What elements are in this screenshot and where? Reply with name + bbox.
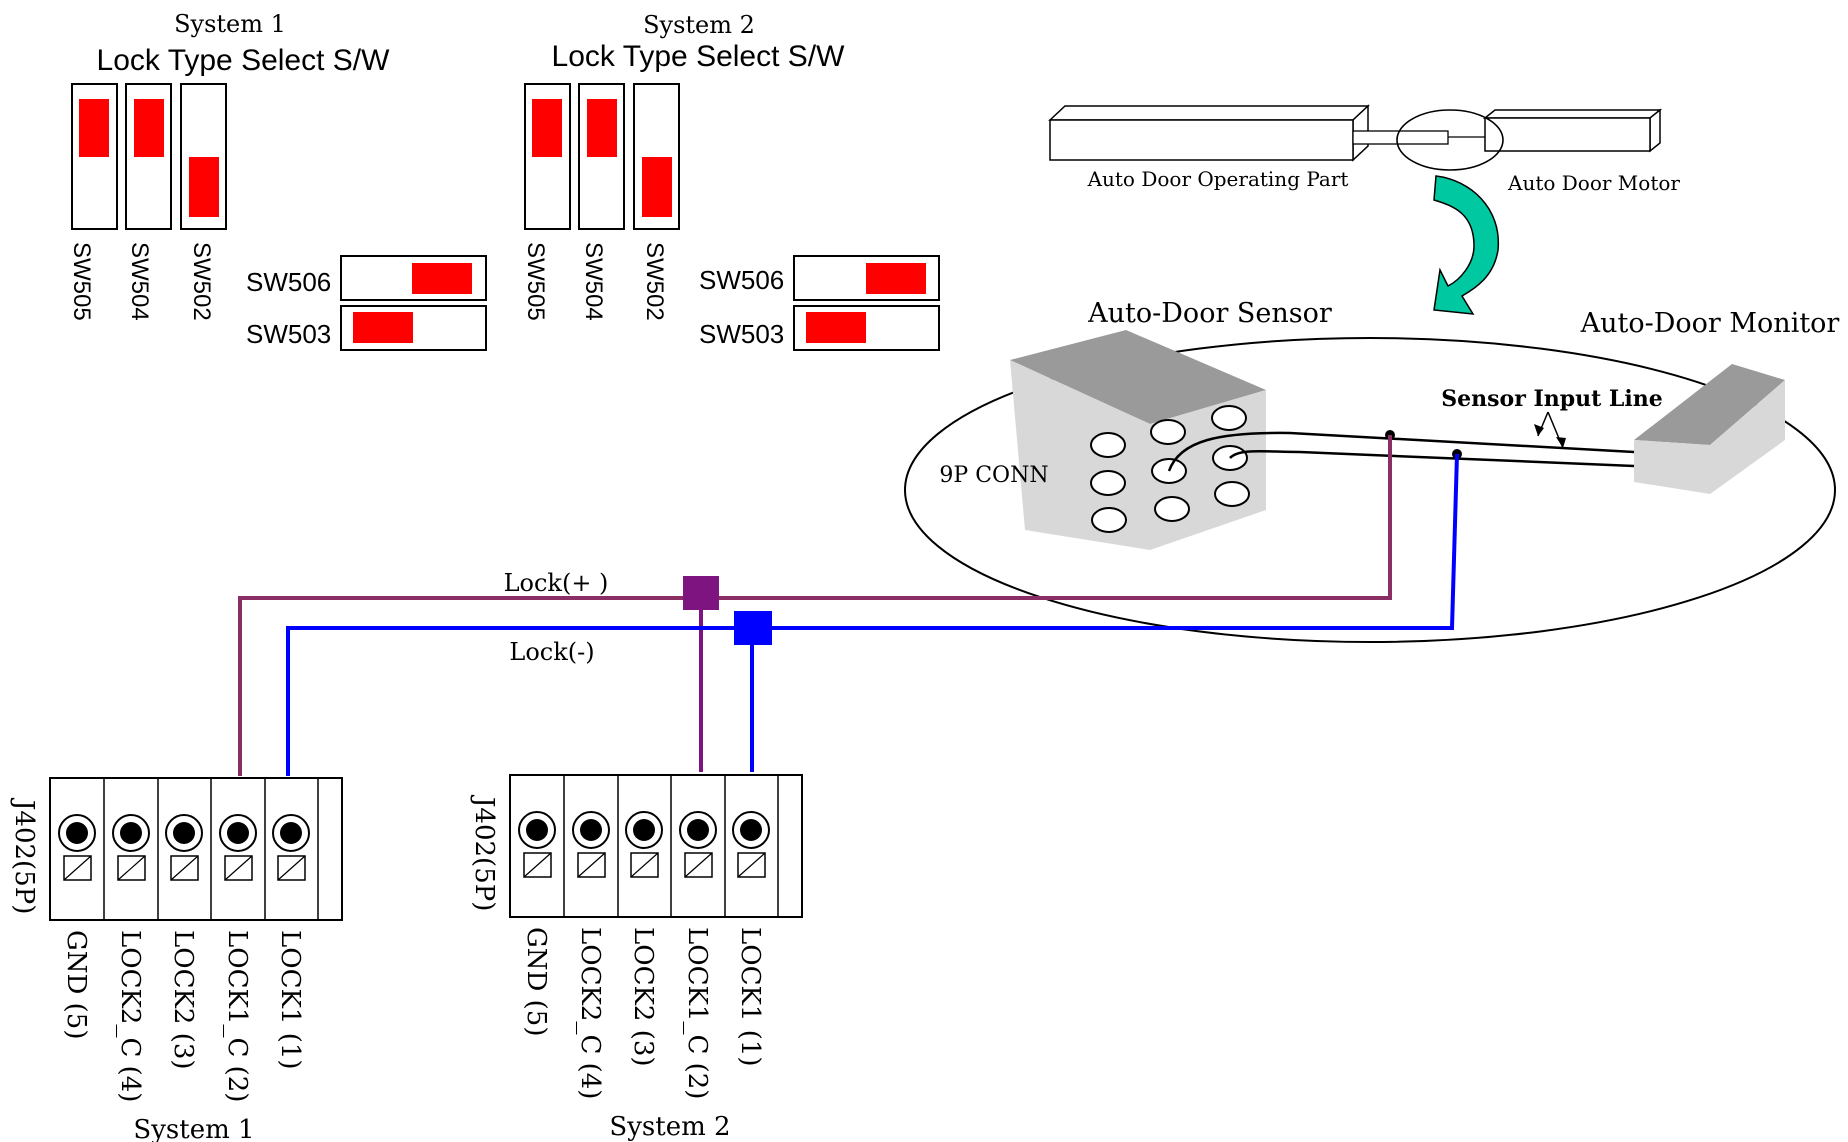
system1-pin-lock1c: LOCK1_C (2) <box>222 930 252 1102</box>
system2-caption: System 2 <box>609 1112 730 1142</box>
auto-door-sensor: Auto-Door Sensor 9P CONN <box>939 298 1332 550</box>
system2-connector-name: J402(5P) <box>469 794 499 911</box>
terminal <box>572 811 610 878</box>
system1-sw504-actuator <box>134 99 164 157</box>
lock-plus-junction <box>683 576 719 610</box>
system1-sw502: SW502 <box>180 83 227 321</box>
sensor-title: Auto-Door Sensor <box>1087 298 1332 329</box>
system1-connector-name: J402(5P) <box>9 797 39 914</box>
sensor-box-top <box>1010 330 1266 424</box>
system2-sw506-label: SW506 <box>699 265 784 295</box>
door-operating-part <box>1049 119 1354 161</box>
lock-plus-label: Lock(+ ) <box>504 569 609 597</box>
pin-hole <box>1214 481 1250 507</box>
system1-pin-lock2: LOCK2 (3) <box>168 930 198 1070</box>
terminal <box>219 814 257 881</box>
system1-sw506: SW506 <box>246 255 487 301</box>
monitor-box-front <box>1634 440 1710 494</box>
system2-connector: J402(5P) GND (5) LOCK2_C (4) LOCK2 (3) L… <box>469 774 803 1142</box>
terminal <box>679 811 717 878</box>
pin-hole <box>1211 405 1247 431</box>
terminal <box>625 811 663 878</box>
system2-sw503-label: SW503 <box>699 319 784 349</box>
system1-sw503-actuator <box>353 312 413 343</box>
lock-wires: Lock(+ ) Lock(-) <box>238 435 1459 776</box>
auto-door-monitor: Auto-Door Monitor <box>1580 308 1840 494</box>
system2-sw503-actuator <box>806 312 866 343</box>
system1-sw505-actuator <box>79 99 109 157</box>
terminal <box>518 811 556 878</box>
lock-minus-junction <box>734 611 772 645</box>
system1-sw503-label: SW503 <box>246 319 331 349</box>
system2-pin-lock1: LOCK1 (1) <box>735 927 765 1067</box>
system1-sw503: SW503 <box>246 305 487 351</box>
system2-sw504-actuator <box>587 99 617 157</box>
pin-hole <box>1091 507 1127 533</box>
terminal <box>58 814 96 881</box>
system1-pin-lock2c: LOCK2_C (4) <box>115 930 145 1102</box>
system1-pin-lock1: LOCK1 (1) <box>275 930 305 1070</box>
system1-sw502-label: SW502 <box>188 242 215 321</box>
door-shaft <box>1352 130 1449 145</box>
system2-sw505: SW505 <box>522 83 571 321</box>
system2-switch-panel: System 2 Lock Type Select S/W SW505 SW50… <box>522 11 940 351</box>
door-motor-label: Auto Door Motor <box>1507 171 1680 195</box>
auto-door-assembly: Auto Door Operating Part Auto Door Motor <box>1048 104 1680 315</box>
system2-pin-gnd: GND (5) <box>521 927 551 1036</box>
sensor-monitor-region <box>904 337 1836 643</box>
system2-sw502: SW502 <box>633 83 680 321</box>
terminal <box>272 814 310 881</box>
terminal <box>112 814 150 881</box>
pin-hole <box>1154 496 1190 522</box>
system1-title: System 1 <box>174 10 286 38</box>
system2-sw504: SW504 <box>578 83 625 321</box>
system2-sw506-actuator <box>866 263 926 294</box>
system1-sw506-actuator <box>412 263 472 294</box>
pin-hole <box>1090 432 1126 458</box>
monitor-box-side <box>1710 380 1785 494</box>
system1-caption: System 1 <box>133 1115 254 1142</box>
system1-switch-panel: System 1 Lock Type Select S/W SW505 SW50… <box>68 10 487 351</box>
system2-pin-lock1c: LOCK1_C (2) <box>682 927 712 1099</box>
system2-sw505-label: SW505 <box>522 242 549 321</box>
system1-sw506-label: SW506 <box>246 267 331 297</box>
sensor-connector-label: 9P CONN <box>939 463 1048 488</box>
system2-sw502-label: SW502 <box>641 242 668 321</box>
system2-title: System 2 <box>643 11 755 39</box>
system1-pin-gnd: GND (5) <box>61 930 91 1039</box>
system1-subtitle: Lock Type Select S/W <box>97 44 391 77</box>
system2-sw503: SW503 <box>699 305 940 351</box>
lock-minus-wire <box>286 453 1459 776</box>
sensor-box-left <box>1010 360 1150 550</box>
system2-sw505-actuator <box>532 99 562 157</box>
system2-sw504-label: SW504 <box>580 242 607 321</box>
door-motor <box>1484 117 1651 152</box>
monitor-box-top <box>1634 364 1785 445</box>
system2-pin-lock2c: LOCK2_C (4) <box>575 927 605 1099</box>
coupling-highlight <box>1396 109 1504 171</box>
system2-sw502-actuator <box>642 157 672 217</box>
system1-sw504-label: SW504 <box>126 242 153 321</box>
pin-hole <box>1150 419 1186 445</box>
monitor-title: Auto-Door Monitor <box>1580 308 1840 339</box>
sensor-input-line-label: Sensor Input Line <box>1441 386 1663 412</box>
lock-minus-label: Lock(-) <box>509 638 594 666</box>
system2-subtitle: Lock Type Select S/W <box>552 40 846 73</box>
system1-sw505: SW505 <box>68 83 118 321</box>
pin-hole <box>1090 470 1126 496</box>
lock-plus-wire <box>238 435 1392 776</box>
curved-arrow-icon <box>1433 175 1499 315</box>
system1-sw504: SW504 <box>125 83 172 321</box>
door-operating-part-label: Auto Door Operating Part <box>1087 167 1349 191</box>
system2-pin-lock2: LOCK2 (3) <box>628 927 658 1067</box>
system1-sw505-label: SW505 <box>68 242 95 321</box>
system1-connector: J402(5P) GND (5) LOCK2_C (4) LOCK2 (3) L… <box>9 777 343 1142</box>
sensor-input-lines: Sensor Input Line <box>1167 386 1663 472</box>
terminal <box>732 811 770 878</box>
system2-sw506: SW506 <box>699 255 940 301</box>
terminal <box>165 814 203 881</box>
system1-sw502-actuator <box>189 157 219 217</box>
